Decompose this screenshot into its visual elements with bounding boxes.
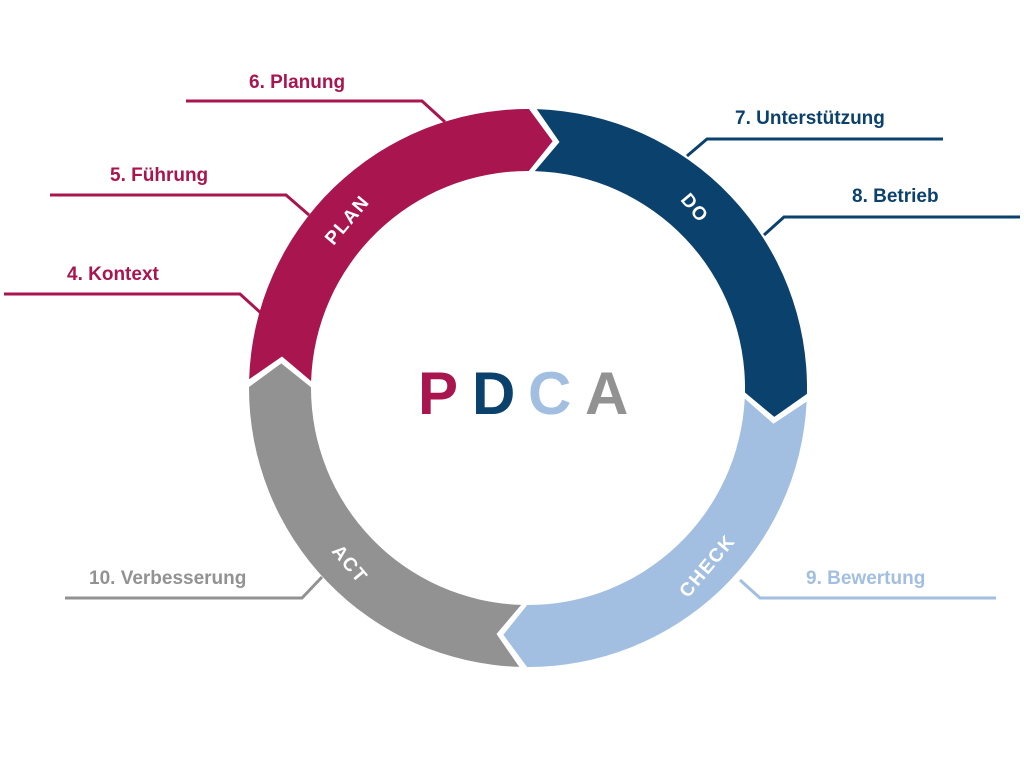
bewertung-leader-line <box>738 578 996 600</box>
plan-segment <box>249 109 553 382</box>
fuehrung-leader-line <box>50 193 310 217</box>
betrieb-label: 8. Betrieb <box>852 186 939 207</box>
center-title: P D C A <box>418 360 628 427</box>
bewertung-label: 9. Bewertung <box>806 568 925 589</box>
check-segment <box>503 398 807 667</box>
clause-leaders <box>4 99 1020 600</box>
unterstuetzung-leader-line <box>686 137 943 158</box>
clause-labels: 4. Kontext 5. Führung 6. Planung 7. Unte… <box>67 72 939 589</box>
center-letter-d: D <box>472 360 515 427</box>
betrieb-leader-line <box>762 215 1020 237</box>
unterstuetzung-label: 7. Unterstützung <box>735 108 885 129</box>
fuehrung-label: 5. Führung <box>110 165 208 186</box>
pdca-ring <box>248 109 807 667</box>
act-segment <box>248 363 522 667</box>
planung-label: 6. Planung <box>249 72 345 93</box>
center-letter-a: A <box>585 360 628 427</box>
kontext-label: 4. Kontext <box>67 264 160 285</box>
planung-leader-line <box>186 99 447 124</box>
kontext-leader-line <box>4 292 264 316</box>
verbesserung-label: 10. Verbesserung <box>89 568 246 589</box>
do-segment <box>534 109 807 417</box>
verbesserung-leader-line <box>65 575 324 600</box>
center-letter-c: C <box>528 360 571 427</box>
center-letter-p: P <box>418 360 458 427</box>
